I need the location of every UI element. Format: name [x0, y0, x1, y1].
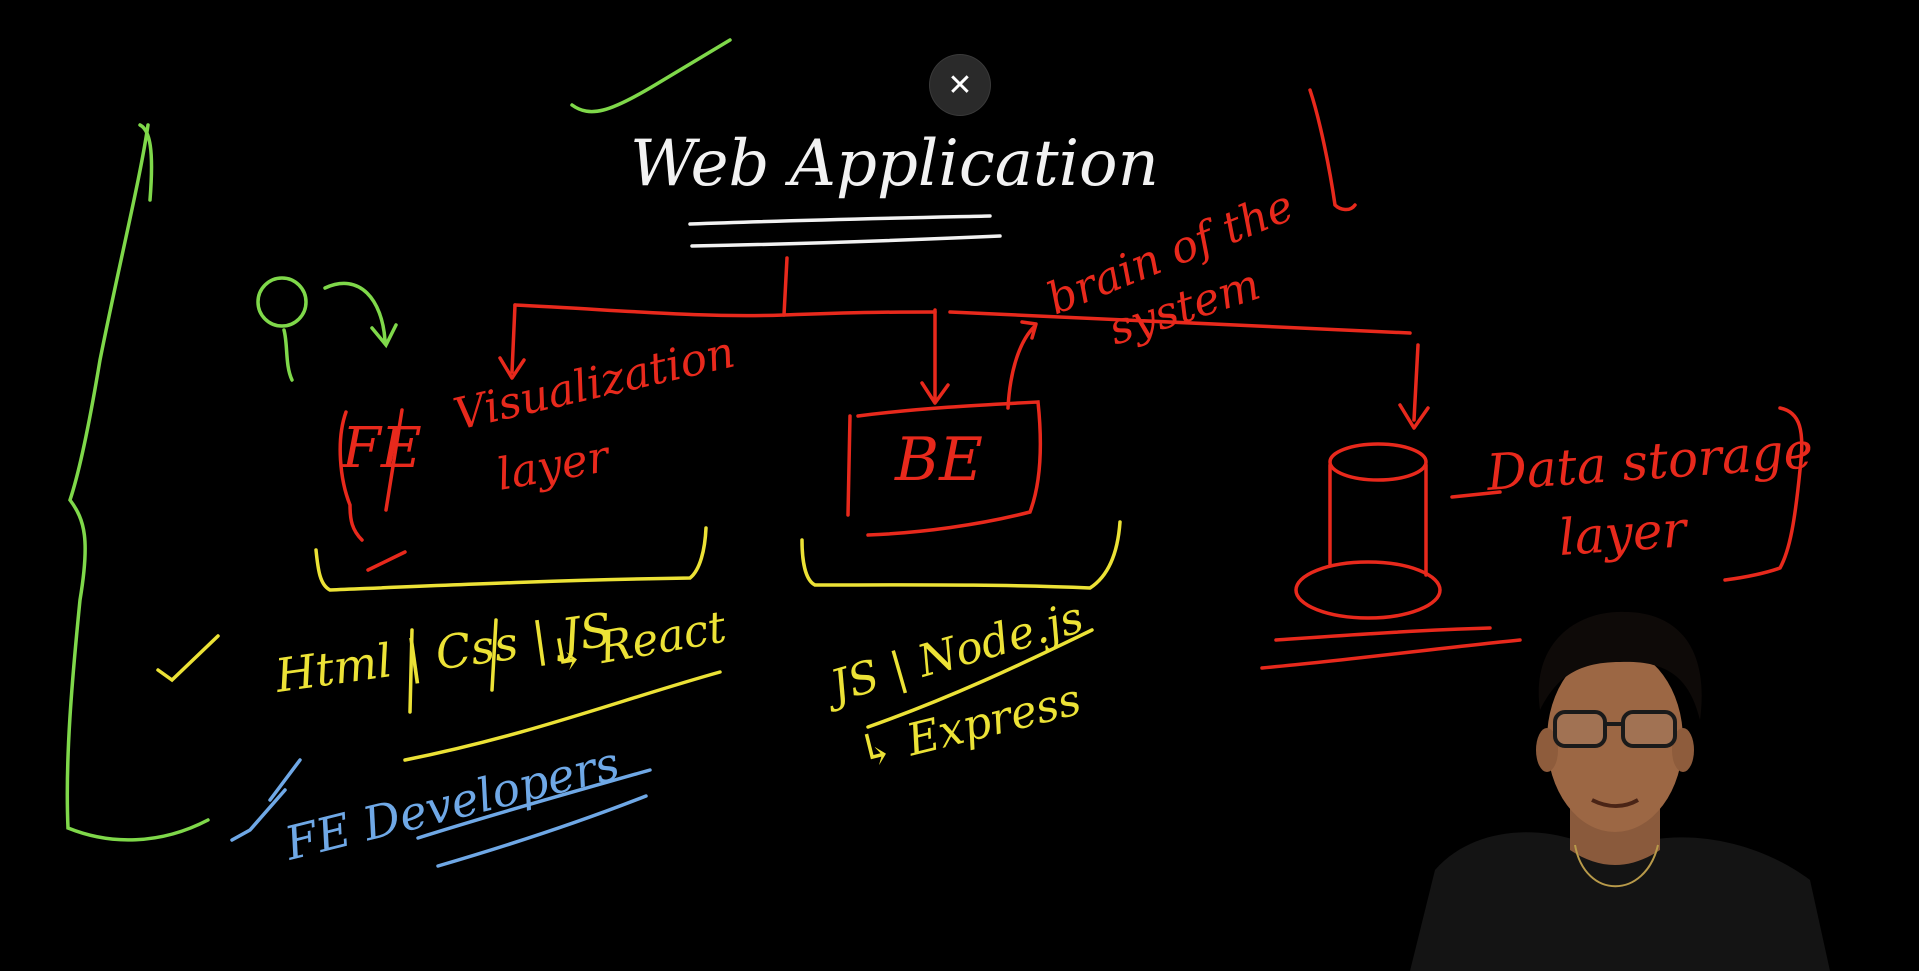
branch-horizontal	[513, 303, 937, 318]
fe-tag: FE	[341, 416, 422, 481]
presenter-ear-left	[1536, 728, 1558, 772]
be-box-outline	[846, 400, 1043, 537]
stick-figure-body	[282, 328, 294, 382]
db-underline-1	[1274, 626, 1492, 642]
fe-stack-underline	[403, 670, 722, 762]
left-brace	[65, 123, 210, 842]
fe-brace-left	[338, 410, 364, 542]
tech-stacks: Html | Css | JS ↳ React JS | Node.js ↳ E…	[156, 520, 1122, 779]
fe-developers-label: FE Developers	[279, 736, 625, 871]
blue-checkmark	[230, 758, 302, 842]
fe-separator	[384, 408, 404, 512]
presenter-webcam	[1410, 600, 1830, 971]
db-cylinder-base	[1294, 560, 1442, 620]
fe-checkmark-yellow	[156, 634, 220, 683]
be-stack-underline	[866, 628, 1094, 729]
presenter-hair	[1538, 611, 1702, 720]
presenter-face	[1547, 648, 1683, 832]
left-brace-cap	[138, 123, 154, 202]
be-stack-brace	[800, 520, 1122, 590]
branch-db-arrow	[1398, 343, 1430, 430]
presenter-glasses	[1553, 710, 1677, 748]
board-title: Web Application	[630, 127, 1159, 201]
db-label-line1: Data storage	[1484, 421, 1815, 502]
db-bracket	[1723, 406, 1804, 582]
be-note-bracket	[1308, 88, 1357, 212]
fe-stack-separator-1	[408, 628, 414, 714]
title-checkmark	[570, 38, 732, 114]
presenter-ear-right	[1672, 728, 1694, 772]
db-cylinder-sides	[1328, 463, 1428, 577]
title-underline-1	[688, 214, 992, 226]
presenter-shirt	[1410, 832, 1830, 971]
be-tag: BE	[894, 425, 983, 495]
be-note-arrow	[1006, 320, 1038, 410]
fe-developers-underline-1	[416, 768, 652, 840]
green-annotations	[65, 38, 732, 842]
branch-fe	[498, 303, 526, 380]
presenter-mouth	[1591, 798, 1639, 808]
tree-connectors	[498, 256, 1430, 430]
branch-db	[948, 310, 1412, 335]
fe-developers-underline-2	[436, 794, 648, 868]
title-stem	[782, 256, 789, 317]
title-underline-2	[690, 234, 1002, 248]
fe-developers-group: FE Developers	[230, 736, 652, 871]
title-group: Web Application	[630, 127, 1159, 248]
fe-label-line1: Visualization	[449, 327, 740, 441]
close-icon: ✕	[947, 67, 973, 103]
fe-brace-right-tail	[366, 550, 407, 572]
db-cylinder-top	[1328, 442, 1428, 482]
branch-be	[920, 308, 950, 405]
fe-stack-separator-2	[490, 618, 498, 692]
presenter-webcam-icon	[1410, 611, 1830, 971]
fe-box: FE Visualization layer	[338, 327, 740, 572]
fe-label-line2: layer	[493, 431, 615, 501]
fe-stack-brace	[314, 526, 708, 592]
stick-figure-arrow	[323, 281, 398, 349]
presenter-chain	[1574, 844, 1659, 888]
close-button[interactable]: ✕	[930, 55, 990, 115]
db-connector	[1450, 490, 1502, 499]
db-label-line2: layer	[1557, 500, 1691, 567]
stick-figure-head	[256, 276, 308, 328]
db-underline-2	[1260, 638, 1522, 670]
